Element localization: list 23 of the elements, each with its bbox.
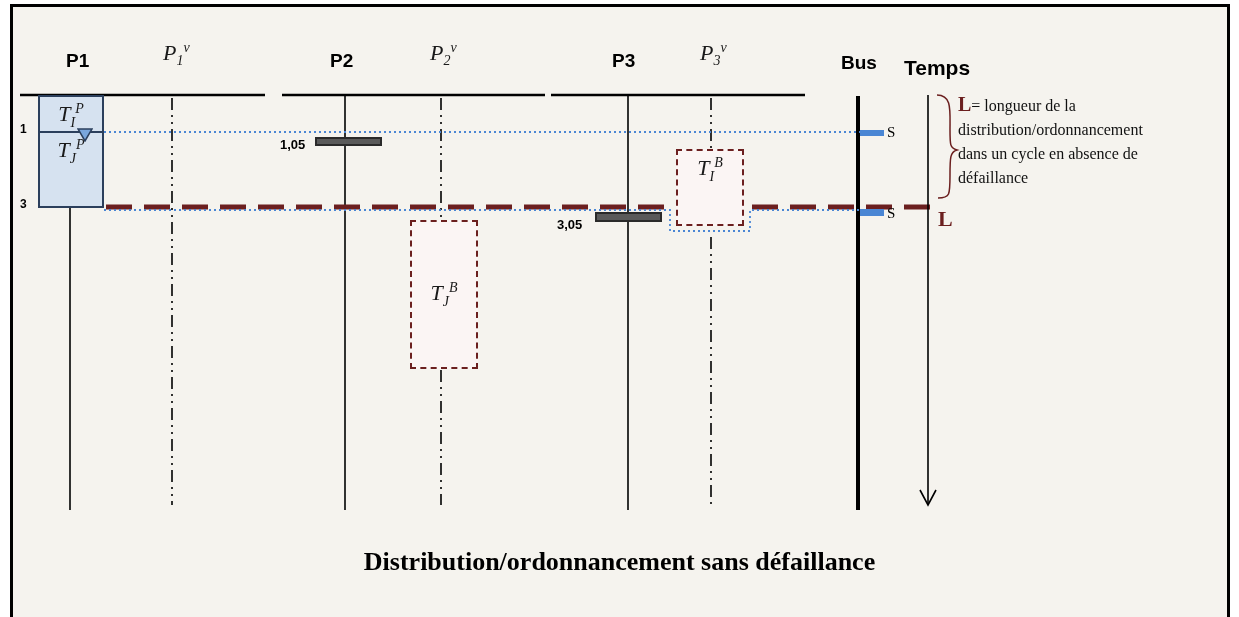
- axis-label: L: [938, 206, 953, 232]
- message-bar: [315, 137, 382, 146]
- axis-label: P2: [330, 50, 354, 72]
- backup-task-box: [410, 220, 478, 369]
- backup-task-box: [676, 149, 744, 226]
- caption: Distribution/ordonnancement sans défaillance: [362, 547, 877, 577]
- axis-label: Bus: [841, 52, 877, 74]
- dotted-connector: [103, 209, 861, 232]
- task-box: [38, 131, 104, 208]
- axis-label: P1: [66, 50, 90, 72]
- axis-label: P3: [612, 50, 636, 72]
- time-label: 1,05: [280, 137, 306, 152]
- slot-label: S: [887, 205, 896, 222]
- bus-slot-bar: [860, 209, 884, 216]
- time-label: 3,05: [557, 217, 583, 232]
- note-text: L= longueur de la distribution/ordonnancement dans un cycle en absence de défaillance: [958, 92, 1144, 188]
- task-box: [38, 95, 104, 133]
- bus-slot-bar: [860, 130, 884, 136]
- time-label: 3: [20, 197, 27, 211]
- axis-label: Temps: [904, 56, 971, 80]
- time-label: 1: [20, 122, 27, 136]
- slot-label: S: [887, 124, 896, 141]
- message-bar: [595, 212, 662, 222]
